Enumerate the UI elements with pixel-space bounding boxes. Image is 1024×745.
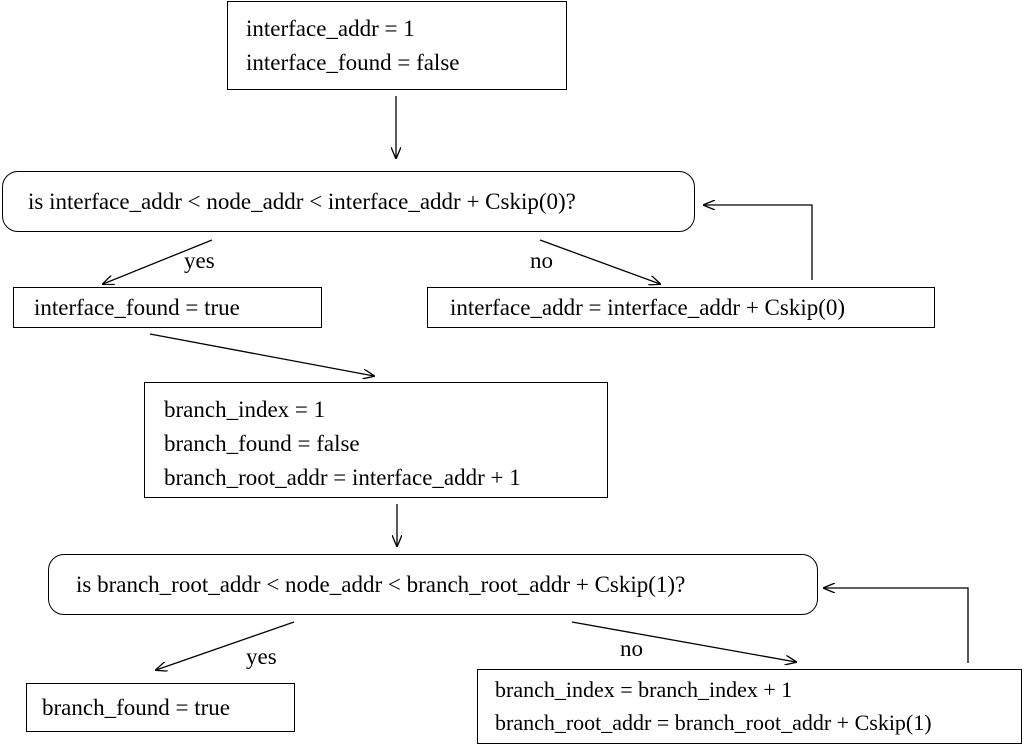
arrow-found-to-branch-init: [149, 333, 374, 376]
interface-found-true-text: interface_found = true: [34, 295, 240, 320]
init-branch-box: branch_index = 1 branch_found = false br…: [144, 382, 608, 498]
yes-label-1: yes: [184, 248, 215, 273]
init-branch-line-1: branch_index = 1: [164, 397, 326, 422]
arrow-no-1: [539, 239, 660, 284]
no-label-2: no: [620, 636, 643, 661]
decision-interface-box: is interface_addr < node_addr < interfac…: [2, 171, 695, 232]
init-branch-line-3: branch_root_addr = interface_addr + 1: [164, 465, 521, 490]
decision-branch-text: is branch_root_addr < node_addr < branch…: [76, 572, 686, 597]
init-branch-line-2: branch_found = false: [164, 431, 360, 456]
interface-found-true-box: interface_found = true: [13, 287, 322, 328]
init-interface-line-1: interface_addr = 1: [246, 16, 415, 41]
interface-increment-text: interface_addr = interface_addr + Cskip(…: [450, 295, 846, 320]
no-label-1: no: [530, 248, 553, 273]
branch-increment-box: branch_index = branch_index + 1 branch_r…: [477, 669, 1022, 744]
decision-branch-box: is branch_root_addr < node_addr < branch…: [48, 554, 818, 615]
arrow-yes-1: [103, 239, 213, 284]
yes-label-2: yes: [246, 644, 277, 669]
arrow-yes-2: [156, 621, 295, 670]
arrow-loop-1: [704, 205, 813, 280]
branch-increment-line-2: branch_root_addr = branch_root_addr + Cs…: [495, 710, 932, 735]
decision-interface-text: is interface_addr < node_addr < interfac…: [28, 189, 576, 214]
branch-increment-line-1: branch_index = branch_index + 1: [495, 677, 793, 702]
branch-found-true-box: branch_found = true: [26, 683, 295, 732]
branch-found-true-text: branch_found = true: [42, 695, 230, 720]
init-interface-line-2: interface_found = false: [246, 50, 460, 75]
arrow-no-2: [571, 621, 796, 662]
interface-increment-box: interface_addr = interface_addr + Cskip(…: [427, 287, 935, 328]
arrow-loop-2: [824, 588, 969, 663]
init-interface-box: interface_addr = 1 interface_found = fal…: [227, 1, 567, 90]
